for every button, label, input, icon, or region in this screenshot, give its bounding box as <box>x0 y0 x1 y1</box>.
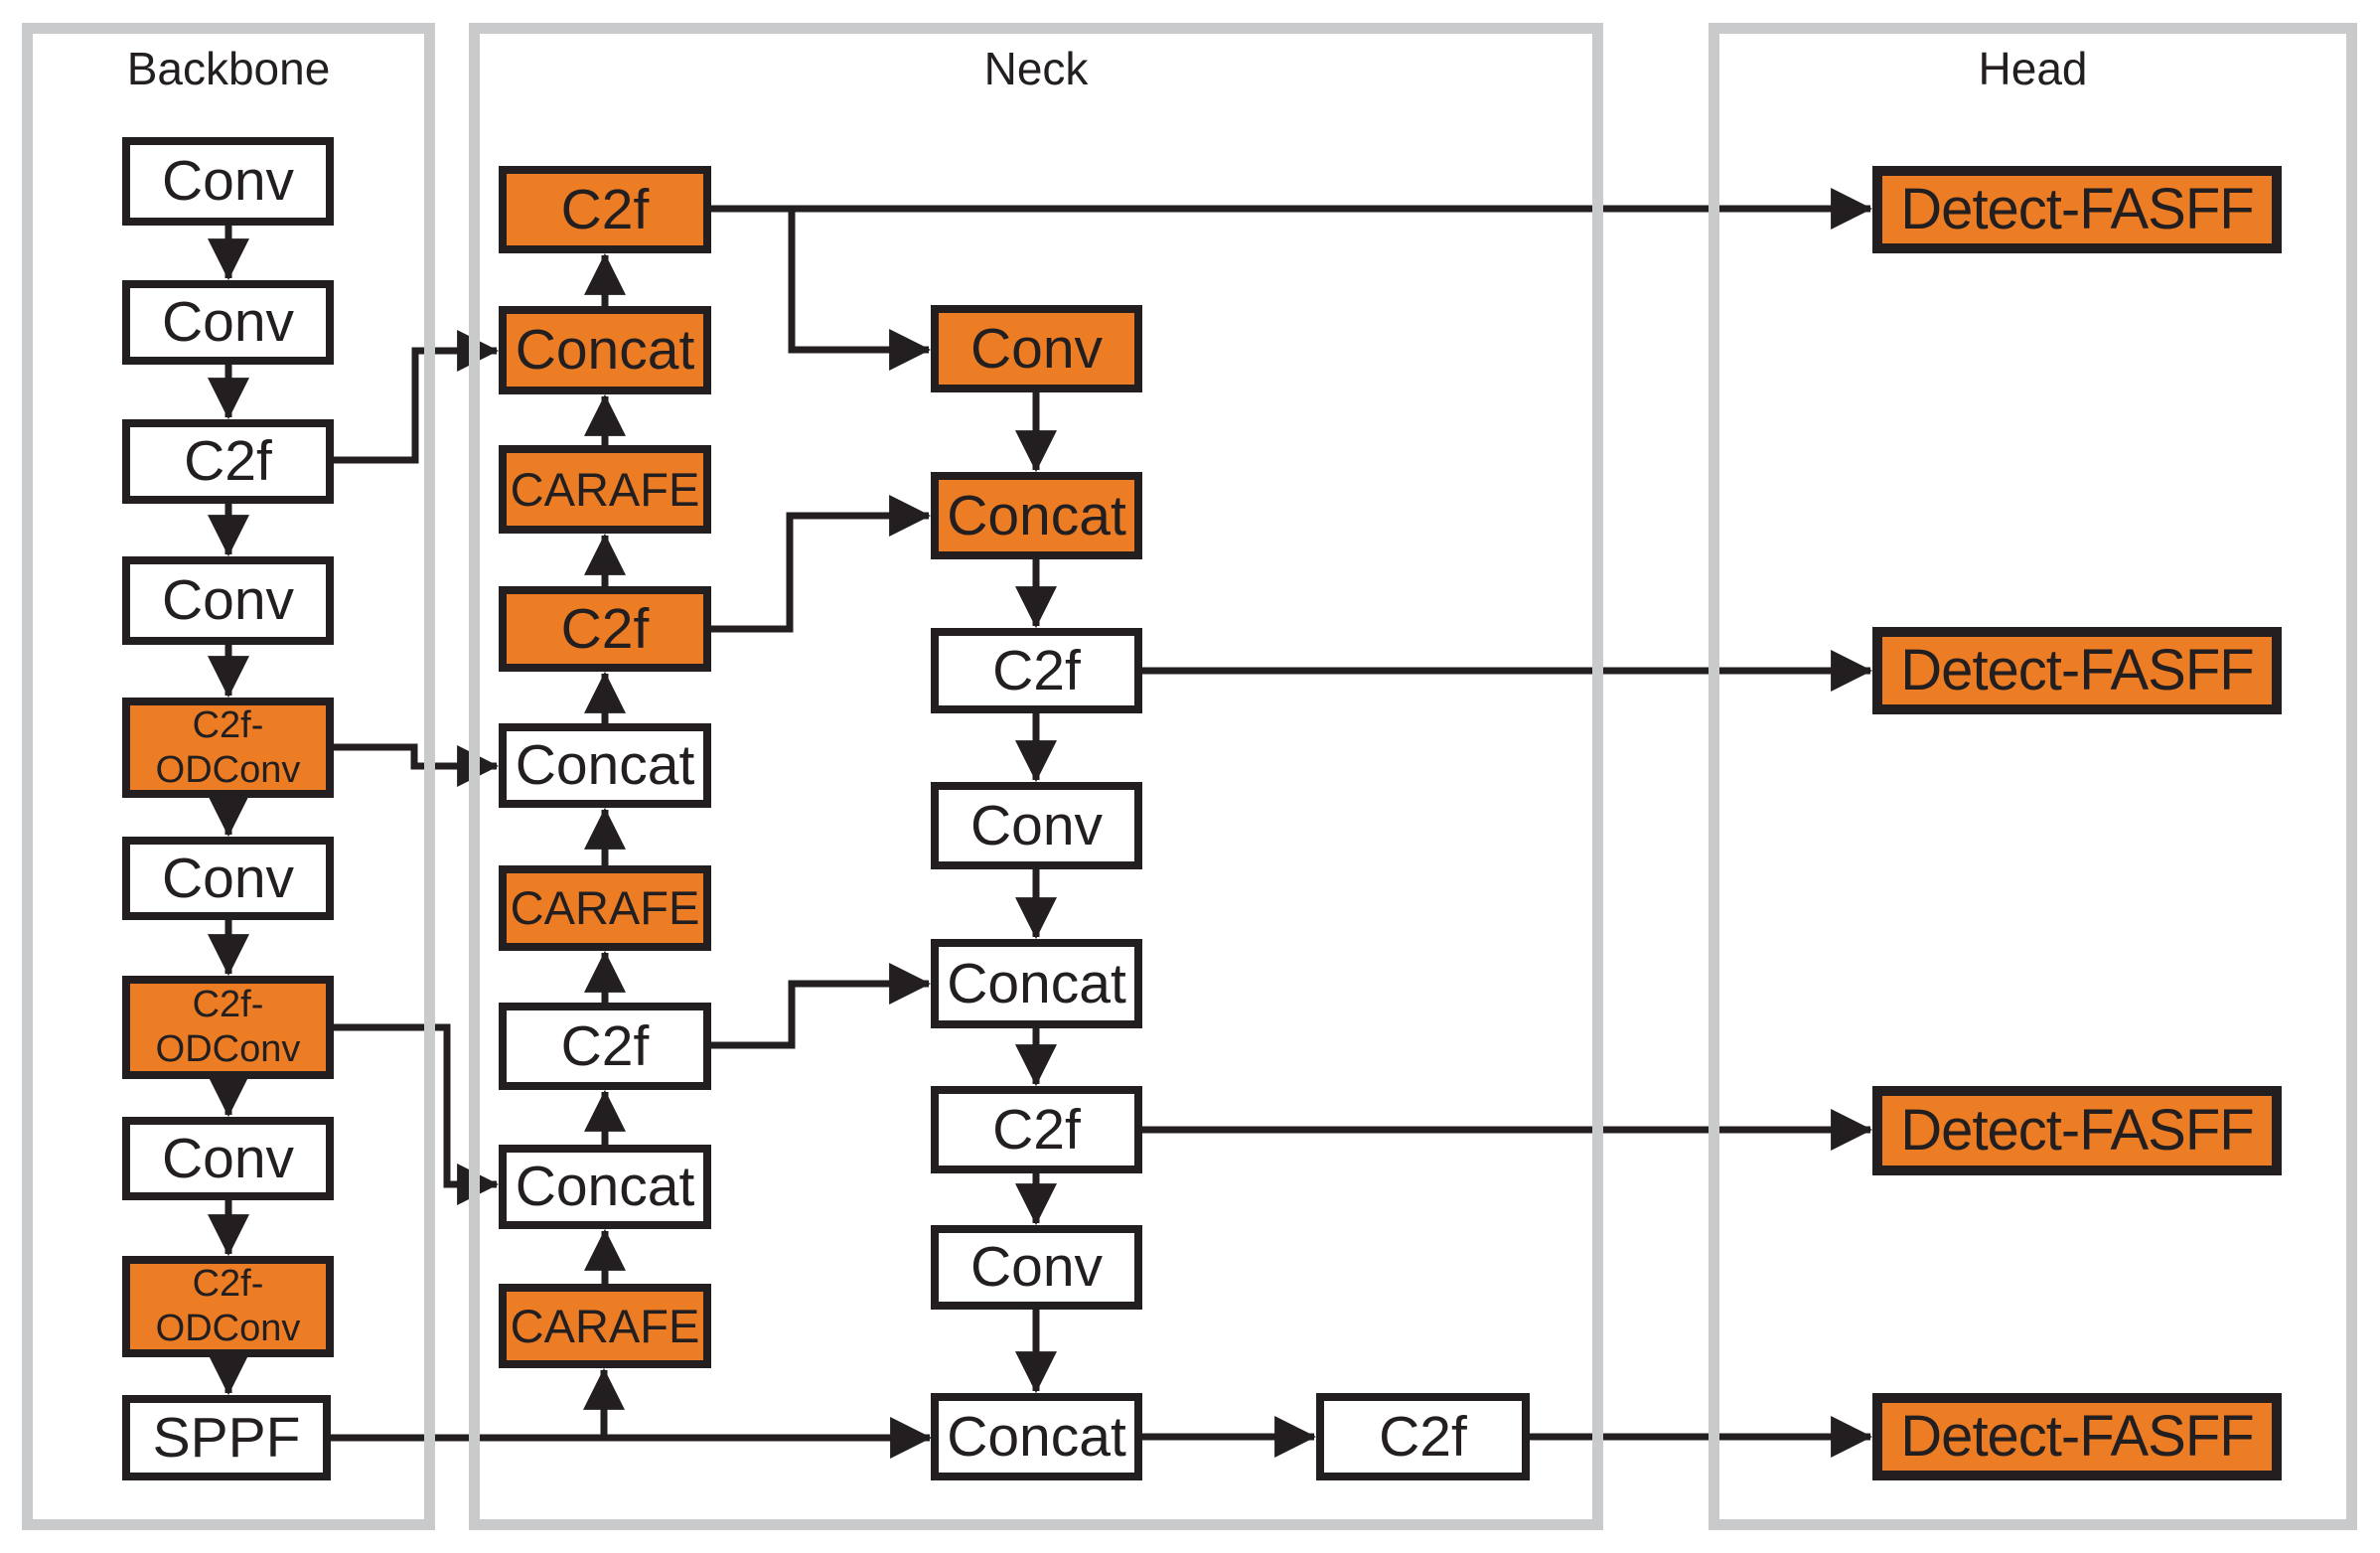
panel-head: Head <box>1709 23 2357 1530</box>
node-nk-carafe-3: CARAFE <box>499 1284 711 1368</box>
node-bb-conv-2: Conv <box>122 280 334 365</box>
node-nk-concat-5: Concat <box>931 939 1142 1028</box>
node-nk-concat-2: Concat <box>499 723 711 808</box>
edge-bb-odconv1-to-nk-concat2 <box>334 743 500 787</box>
node-nk-conv-2: Conv <box>931 782 1142 869</box>
node-nk-c2f-b: C2f <box>931 1086 1142 1173</box>
node-nk-c2f-low: C2f <box>499 1003 711 1090</box>
edge-nk-c2f-top-to-nk-conv1 <box>788 209 932 371</box>
node-bb-c2f: C2f <box>122 419 334 504</box>
node-head-detect-4: Detect-FASFF <box>1872 1393 2282 1480</box>
node-head-detect-1: Detect-FASFF <box>1872 166 2282 253</box>
panel-title-neck: Neck <box>983 43 1089 94</box>
edge-nk-c2f-low-to-nk-concat5 <box>711 963 932 1049</box>
node-nk-concat-3: Concat <box>499 1145 711 1229</box>
edge-nk-c2f-mid-to-nk-concat4 <box>711 495 932 633</box>
node-bb-c2f-odconv-3: C2f- ODConv <box>122 1256 334 1357</box>
node-nk-c2f-c: C2f <box>1316 1393 1530 1480</box>
node-nk-concat-6: Concat <box>931 1393 1142 1480</box>
node-nk-carafe-1: CARAFE <box>499 445 711 534</box>
panel-title-backbone: Backbone <box>126 43 331 94</box>
node-head-detect-3: Detect-FASFF <box>1872 1086 2282 1175</box>
node-bb-conv-3: Conv <box>122 556 334 645</box>
node-head-detect-2: Detect-FASFF <box>1872 627 2282 714</box>
node-nk-c2f-a: C2f <box>931 628 1142 713</box>
node-bb-conv-5: Conv <box>122 1117 334 1200</box>
node-nk-c2f-top: C2f <box>499 166 711 253</box>
node-nk-concat-4: Concat <box>931 472 1142 559</box>
node-nk-concat-1: Concat <box>499 306 711 394</box>
node-bb-conv-4: Conv <box>122 837 334 920</box>
node-nk-conv-3: Conv <box>931 1225 1142 1310</box>
node-nk-carafe-2: CARAFE <box>499 865 711 951</box>
node-nk-conv-1: Conv <box>931 305 1142 392</box>
panel-title-head: Head <box>1978 43 2088 94</box>
node-nk-c2f-mid: C2f <box>499 586 711 672</box>
node-bb-c2f-odconv-2: C2f- ODConv <box>122 976 334 1079</box>
panel-backbone: Backbone <box>22 23 435 1530</box>
node-bb-sppf: SPPF <box>122 1395 331 1480</box>
node-bb-c2f-odconv-1: C2f- ODConv <box>122 698 334 798</box>
edge-bb-c2f-to-nk-concat1 <box>334 330 500 464</box>
panel-neck: Neck <box>469 23 1603 1530</box>
node-bb-conv-1: Conv <box>122 137 334 226</box>
